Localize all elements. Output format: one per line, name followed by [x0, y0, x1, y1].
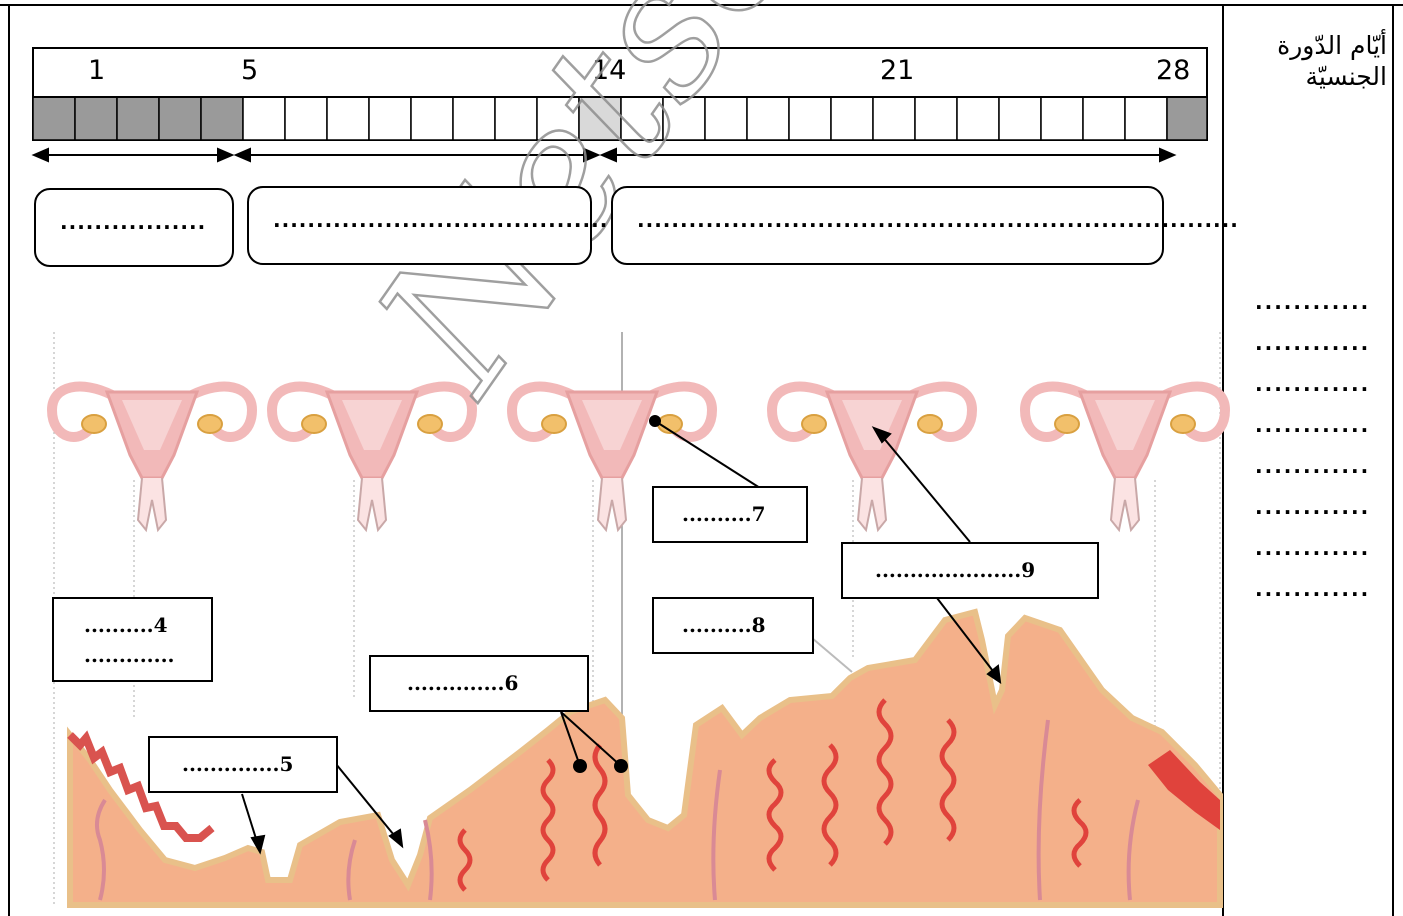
label-8: ..........8 — [682, 613, 766, 637]
side-blank: ............ — [1255, 536, 1385, 577]
label-4-line1: ..........4 — [84, 613, 168, 637]
label-box-6: ..............6 — [369, 655, 589, 712]
day-cell-7 — [285, 97, 327, 140]
phase-blank-2: ....................................... — [273, 208, 608, 232]
day-cell-26 — [1083, 97, 1125, 140]
label-box-8: ..........8 — [652, 597, 814, 654]
day-cell-9 — [369, 97, 411, 140]
phase-box-follicular: ....................................... — [247, 186, 592, 265]
phase-box-menstruation: ................. — [34, 188, 234, 267]
side-blank: ............ — [1255, 372, 1385, 413]
side-blank: ............ — [1255, 413, 1385, 454]
day-cell-3 — [117, 97, 159, 140]
label-box-7: ..........7 — [652, 486, 808, 543]
day-cell-19 — [789, 97, 831, 140]
phase-blank-3: ........................................… — [637, 208, 1239, 232]
uterus-ovary-row — [52, 387, 1225, 530]
day-cell-10 — [411, 97, 453, 140]
side-blank: ............ — [1255, 495, 1385, 536]
uterus-diagram-5 — [1025, 387, 1225, 530]
day-cell-2 — [75, 97, 117, 140]
label-7: ..........7 — [682, 502, 766, 526]
phase-blank-1: ................. — [60, 210, 206, 234]
uterus-diagram-2 — [272, 387, 472, 530]
label-box-4: ..........4 ............. — [52, 597, 213, 682]
side-blank: ............ — [1255, 454, 1385, 495]
label-6: ..............6 — [407, 671, 518, 695]
phase-box-luteal: ........................................… — [611, 186, 1164, 265]
uterus-diagram-1 — [52, 387, 252, 530]
side-blank: ............ — [1255, 290, 1385, 331]
label-9: .....................9 — [875, 558, 1035, 582]
day-cell-1 — [33, 97, 75, 140]
day-cell-21 — [873, 97, 915, 140]
day-cell-4 — [159, 97, 201, 140]
day-cell-24 — [999, 97, 1041, 140]
day-cell-22 — [915, 97, 957, 140]
side-blank-list: ............ ............ ............ .… — [1255, 290, 1385, 618]
side-blank: ............ — [1255, 331, 1385, 372]
day-cell-28 — [1167, 97, 1207, 140]
day-cell-8 — [327, 97, 369, 140]
day-cell-27 — [1125, 97, 1167, 140]
day-cell-20 — [831, 97, 873, 140]
day-cell-23 — [957, 97, 999, 140]
label-box-5: ..............5 — [148, 736, 338, 793]
label-5: ..............5 — [182, 752, 293, 776]
day-cell-5 — [201, 97, 243, 140]
label-box-9: .....................9 — [841, 542, 1099, 599]
side-blank: ............ — [1255, 577, 1385, 618]
day-cell-6 — [243, 97, 285, 140]
day-cell-25 — [1041, 97, 1083, 140]
endometrium-illustration — [52, 332, 1225, 905]
label-4-line2: ............. — [84, 643, 175, 667]
day-cell-18 — [747, 97, 789, 140]
